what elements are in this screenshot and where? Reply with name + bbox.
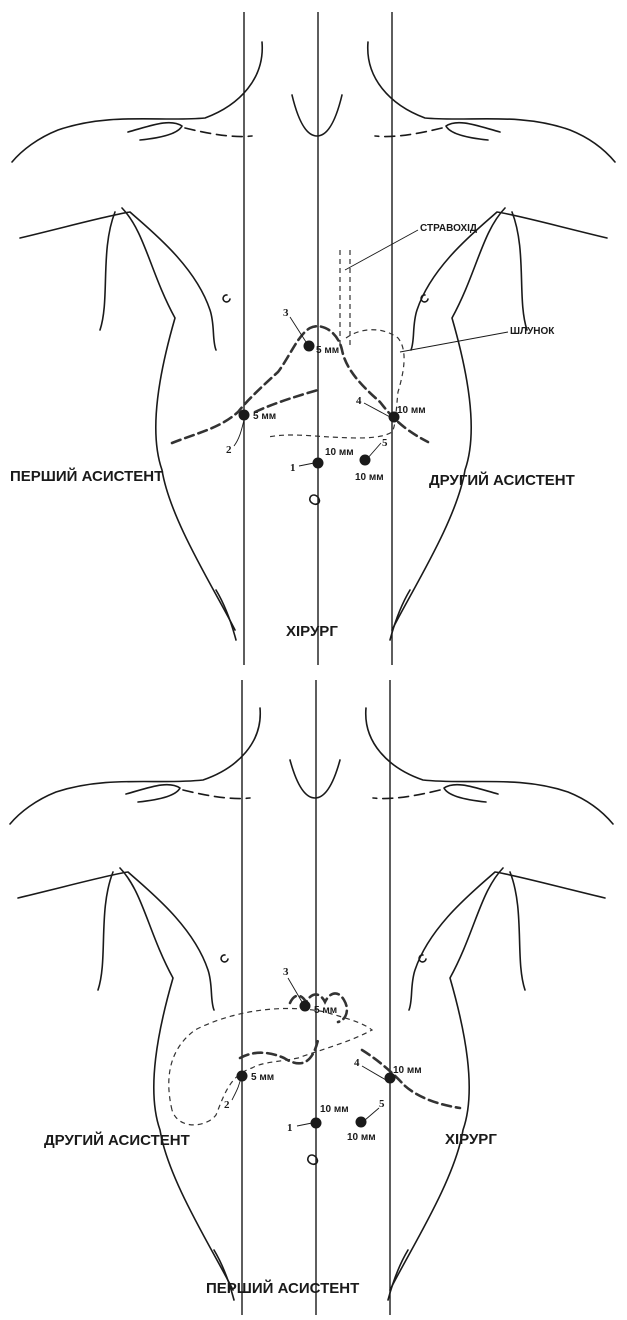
port-2-number: 2 [226, 444, 232, 456]
trocar-port-5 [360, 455, 371, 466]
port-5-number: 5 [382, 437, 388, 449]
first-assistant-label: ПЕРШИЙ АСИСТЕНТ [206, 1279, 359, 1297]
surgeon-label: ХІРУРГ [445, 1131, 497, 1148]
port-1-leader-line [297, 1123, 312, 1126]
port-5-size: 10 мм [347, 1132, 376, 1143]
port-1-size: 10 мм [325, 447, 354, 458]
stomach-label: ШЛУНОК [510, 326, 555, 337]
left-nipple-mark [223, 295, 230, 302]
port-4-leader-line [362, 1066, 386, 1080]
trocar-port-5 [356, 1117, 367, 1128]
stomach-leader-line [400, 332, 508, 352]
port-1-number: 1 [287, 1122, 293, 1134]
first-assistant-label: ПЕРШИЙ АСИСТЕНТ [10, 467, 163, 485]
trocar-port-1 [311, 1118, 322, 1129]
esophagus-label: СТРАВОХІД [420, 223, 477, 234]
liver-outline [172, 326, 428, 443]
torso-outline [10, 708, 613, 1300]
liver-edge [255, 390, 318, 412]
port-4-leader-line [364, 403, 390, 417]
surgeon-label: ХІРУРГ [286, 623, 338, 640]
port-4-number: 4 [356, 395, 362, 407]
port-3-leader-line [288, 978, 302, 1002]
torso-outline [12, 42, 615, 640]
trocar-port-3 [304, 341, 315, 352]
port-3-size: 5 мм [316, 345, 339, 356]
costal-margin-left [240, 1040, 318, 1063]
port-5-number: 5 [379, 1098, 385, 1110]
port-2-size: 5 мм [253, 411, 276, 422]
port-3-number: 3 [283, 966, 289, 978]
port-1-size: 10 мм [320, 1104, 349, 1115]
second-assistant-label: ДРУГИЙ АСИСТЕНТ [429, 471, 575, 489]
port-1-number: 1 [290, 462, 296, 474]
trocar-port-1 [313, 458, 324, 469]
port-4-number: 4 [354, 1057, 360, 1069]
esophagus-leader-line [345, 230, 418, 270]
port-5-size: 10 мм [355, 472, 384, 483]
port-5-leader-line [365, 1108, 379, 1120]
left-nipple-mark [221, 955, 228, 962]
port-2-leader-line [234, 420, 244, 446]
trocar-port-2 [237, 1071, 248, 1082]
trocar-port-2 [239, 410, 250, 421]
port-3-number: 3 [283, 307, 289, 319]
port-3-size: 5 мм [314, 1005, 337, 1016]
port-1-leader-line [299, 463, 314, 466]
costal-margin-right [362, 1050, 460, 1108]
diagram-top: 3 2 4 5 1 5 мм 5 мм 10 мм 10 мм 10 мм СТ… [10, 12, 615, 665]
port-4-size: 10 мм [397, 405, 426, 416]
second-assistant-label: ДРУГИЙ АСИСТЕНТ [44, 1131, 190, 1149]
port-4-size: 10 мм [393, 1065, 422, 1076]
port-2-number: 2 [224, 1099, 230, 1111]
diagram-bottom: 3 2 4 5 1 5 мм 5 мм 10 мм 10 мм 10 мм ДР… [10, 680, 613, 1315]
port-2-size: 5 мм [251, 1072, 274, 1083]
trocar-port-3 [300, 1001, 311, 1012]
